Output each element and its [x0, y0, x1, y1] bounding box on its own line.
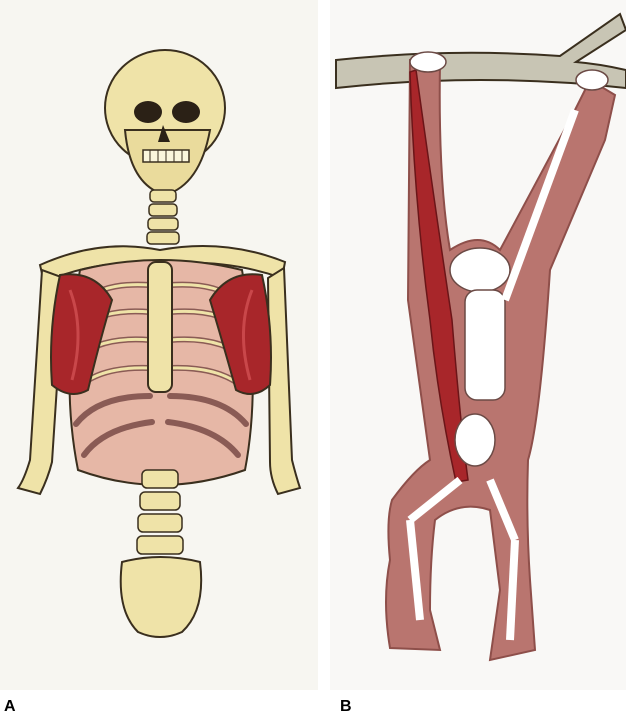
sacrum	[121, 557, 201, 637]
skull	[105, 50, 225, 195]
panel-b-hanging-primate	[330, 0, 626, 690]
panel-label-a: A	[4, 698, 16, 716]
cervical-spine	[147, 190, 179, 244]
panel-label-b: B	[340, 698, 352, 716]
primate-skeleton-illustration	[330, 0, 626, 690]
sternum	[148, 262, 172, 392]
human-skeleton-illustration	[0, 0, 318, 690]
lumbar-spine	[137, 470, 183, 554]
panel-a-human-skeleton	[0, 0, 318, 690]
